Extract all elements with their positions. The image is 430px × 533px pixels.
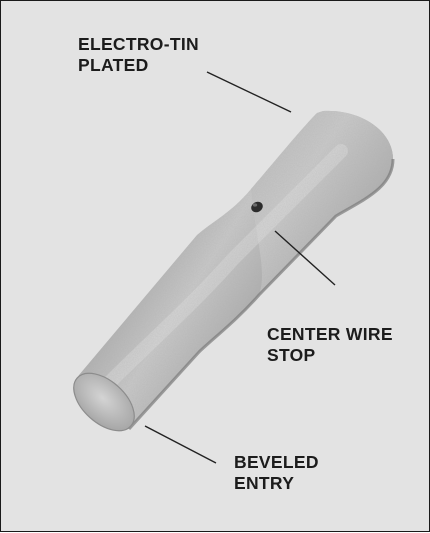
leader-line-beveled-entry (145, 426, 216, 463)
label-center-wire-stop-line1: CENTER WIRE (267, 324, 393, 345)
label-beveled-entry: BEVELED ENTRY (234, 452, 319, 494)
label-electro-tin-plated: ELECTRO-TIN PLATED (78, 34, 199, 76)
label-electro-tin-line2: PLATED (78, 55, 199, 76)
label-center-wire-stop-line2: STOP (267, 345, 393, 366)
label-beveled-entry-line2: ENTRY (234, 473, 319, 494)
label-center-wire-stop: CENTER WIRE STOP (267, 324, 393, 366)
label-beveled-entry-line1: BEVELED (234, 452, 319, 473)
leader-line-electro-tin (207, 72, 291, 112)
label-electro-tin-line1: ELECTRO-TIN (78, 34, 199, 55)
